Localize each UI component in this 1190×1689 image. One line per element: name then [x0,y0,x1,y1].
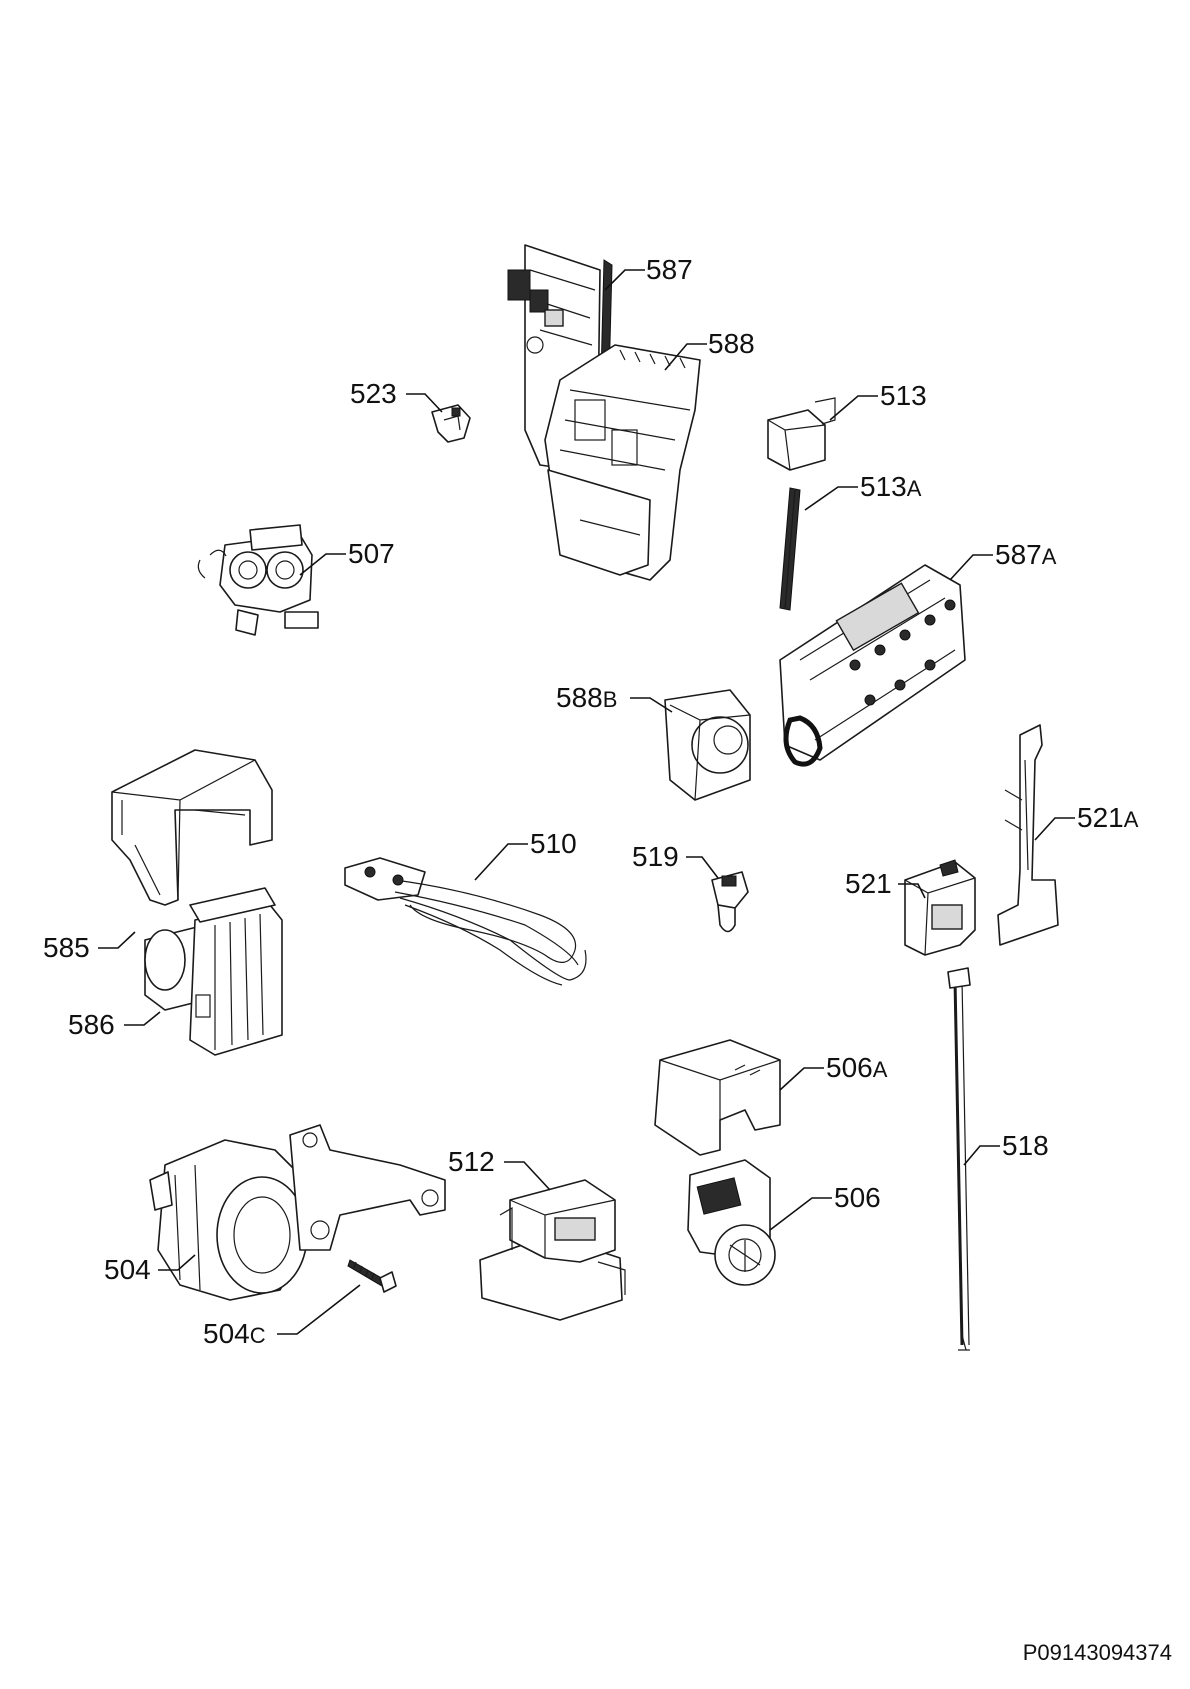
leader-513 [829,395,878,421]
leader-519 [686,856,719,879]
leader-588 [664,343,707,371]
label-521: 521 [845,868,892,899]
leader-521a [1034,817,1075,841]
label-504c: 504C [203,1318,266,1349]
leader-lines [98,269,1075,1335]
part-523-clip [431,404,471,443]
leader-507 [299,553,346,576]
label-523: 523 [350,378,397,409]
part-512-bracket [479,1179,626,1321]
label-510: 510 [530,828,577,859]
document-reference-code: P09143094374 [1022,1640,1172,1665]
part-510-heating-element [344,857,587,986]
leader-585 [98,931,136,949]
part-504c-screw [347,1259,397,1293]
label-504: 504 [104,1254,151,1285]
part-513a-rod [779,487,801,611]
label-506: 506 [834,1182,881,1213]
part-587a-interface-board [779,564,966,767]
part-519-sensor [711,871,749,933]
part-507-inlet-valve [197,524,319,636]
label-513: 513 [880,380,927,411]
part-518-cable [947,967,971,1351]
leader-523 [406,393,443,413]
leader-586 [124,1011,161,1026]
part-521a-rail [997,724,1059,946]
leader-510 [474,843,528,881]
leader-587 [604,269,645,291]
leader-588b [630,697,673,713]
label-519: 519 [632,841,679,872]
label-588: 588 [708,328,755,359]
leader-504 [158,1254,196,1271]
part-504-motor [149,1124,446,1301]
label-521a: 521A [1077,802,1139,833]
part-506-drain-pump [687,1159,776,1286]
leader-512 [504,1161,551,1191]
leader-506 [769,1197,832,1231]
leader-504c [277,1284,361,1335]
label-587: 587 [646,254,693,285]
label-586: 586 [68,1009,115,1040]
label-587a: 587A [995,539,1057,570]
label-507: 507 [348,538,395,569]
part-588-board-housing [544,344,701,581]
label-512: 512 [448,1146,495,1177]
leader-518 [963,1145,1000,1166]
part-513-sensor [767,397,836,471]
label-585: 585 [43,932,90,963]
part-506a-pump-cover [654,1039,781,1156]
leader-506a [779,1067,824,1091]
leader-521 [898,883,926,899]
part-585-cover [111,749,273,906]
leader-587a [949,554,993,581]
part-521-door-lock [904,859,976,956]
part-588b-selector [664,689,751,801]
label-506a: 506A [826,1052,888,1083]
label-513a: 513A [860,471,922,502]
label-518: 518 [1002,1130,1049,1161]
label-588b: 588B [556,682,618,713]
part-586-heatsink-module [144,887,283,1056]
leader-513a [804,486,858,511]
